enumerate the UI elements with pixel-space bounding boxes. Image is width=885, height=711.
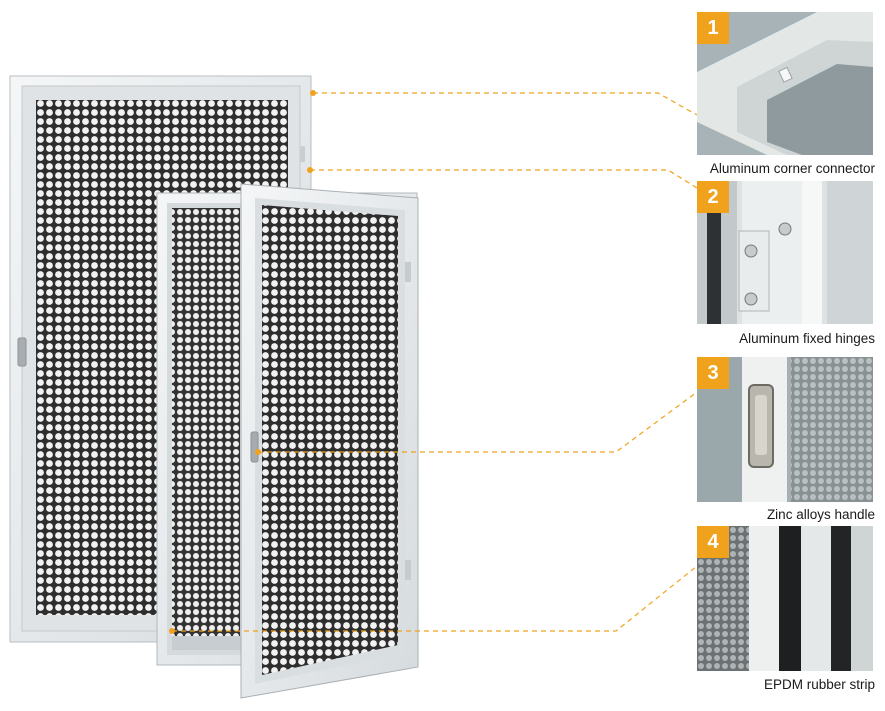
leader-line-1 bbox=[313, 92, 698, 116]
feature-caption-3: Zinc alloys handle bbox=[766, 507, 875, 522]
handle-photo-icon bbox=[697, 357, 873, 502]
feature-number-badge: 3 bbox=[697, 357, 729, 389]
leader-lines bbox=[172, 92, 698, 632]
feature-number-badge: 2 bbox=[697, 181, 729, 213]
feature-number-badge: 4 bbox=[697, 526, 729, 558]
open-door-leaf bbox=[240, 183, 419, 699]
leader-line-4 bbox=[172, 565, 698, 632]
door-leaf-mesh bbox=[262, 205, 398, 675]
large-frame-handle bbox=[17, 337, 27, 367]
feature-caption-2: Aluminum fixed hinges bbox=[739, 331, 875, 346]
detail-panel-2: 2 bbox=[697, 181, 873, 324]
detail-panel-4: 4 bbox=[697, 526, 873, 671]
door-frame-mesh bbox=[172, 208, 240, 650]
detail-panel-3: 3 bbox=[697, 357, 873, 502]
detail-panel-1: 1 bbox=[697, 12, 873, 155]
feature-number-badge: 1 bbox=[697, 12, 729, 44]
feature-caption-1: Aluminum corner connector bbox=[709, 161, 875, 176]
feature-caption-4: EPDM rubber strip bbox=[763, 677, 875, 692]
leader-line-2 bbox=[310, 169, 698, 189]
leader-dots bbox=[169, 90, 316, 634]
leader-line-3 bbox=[258, 391, 698, 453]
door-leaf-handle bbox=[250, 431, 259, 463]
